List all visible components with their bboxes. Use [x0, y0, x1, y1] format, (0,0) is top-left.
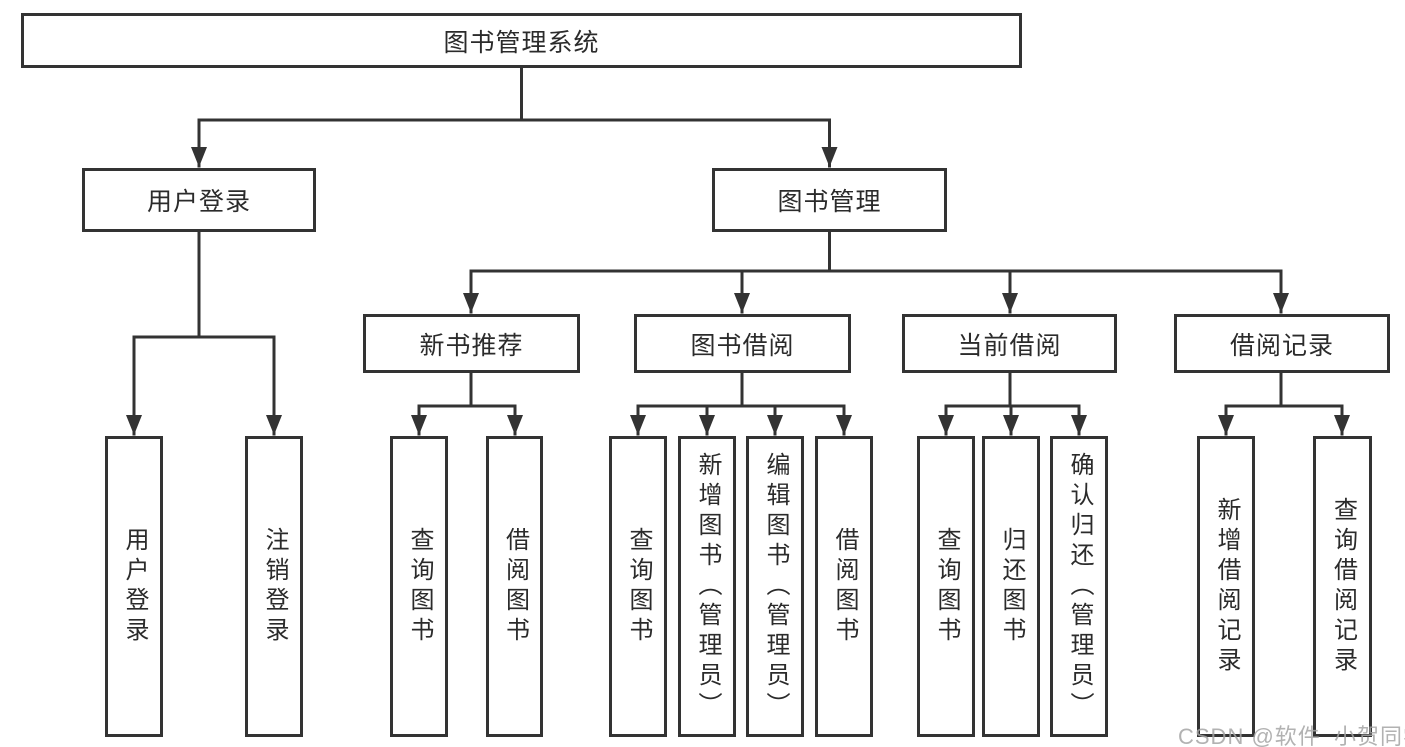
leaf-borrow-books-recommend: 借阅图书 [486, 436, 543, 737]
leaf-borrow-books: 借阅图书 [815, 436, 873, 737]
node-user-login-branch: 用户登录 [82, 168, 316, 232]
node-new-book-recommend: 新书推荐 [363, 314, 580, 373]
leaf-logout: 注销登录 [245, 436, 303, 737]
leaf-query-books-current: 查询图书 [917, 436, 975, 737]
leaf-add-borrow-record: 新增借阅记录 [1197, 436, 1255, 737]
node-root-library-system: 图书管理系统 [21, 13, 1022, 68]
csdn-watermark: CSDN @软件_小贺同学 [1178, 724, 1405, 747]
leaf-confirm-return-admin: 确认归还（管理员） [1050, 436, 1108, 737]
leaf-query-books-recommend: 查询图书 [390, 436, 448, 737]
leaf-query-borrow-record: 查询借阅记录 [1313, 436, 1372, 737]
leaf-query-books-borrowing: 查询图书 [609, 436, 667, 737]
leaf-return-books: 归还图书 [982, 436, 1040, 737]
leaf-user-login: 用户登录 [105, 436, 163, 737]
node-borrowing-records: 借阅记录 [1174, 314, 1390, 373]
node-book-borrowing: 图书借阅 [634, 314, 851, 373]
leaf-add-books-admin: 新增图书（管理员） [678, 436, 736, 737]
leaf-edit-books-admin: 编辑图书（管理员） [746, 436, 804, 737]
node-book-management-branch: 图书管理 [712, 168, 947, 232]
node-current-borrowing: 当前借阅 [902, 314, 1117, 373]
